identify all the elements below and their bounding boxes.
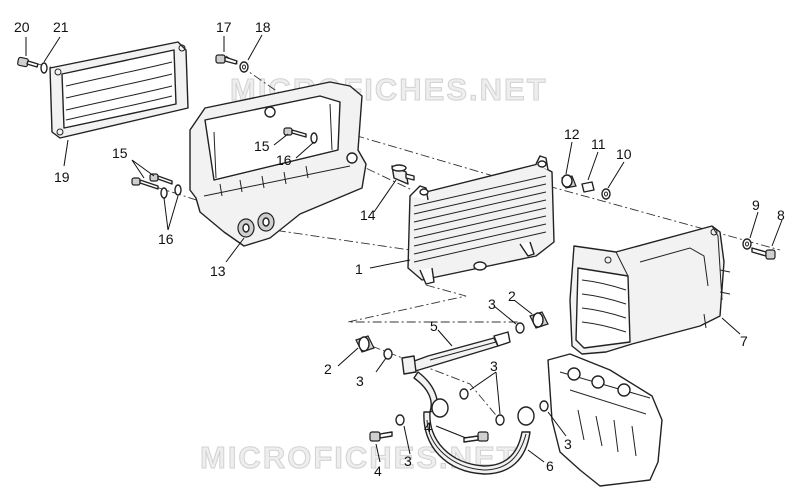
front-grille-part-19 (49, 41, 189, 139)
washer-part-18 (239, 61, 249, 73)
callout-3-right: 3 (564, 436, 572, 452)
callout-18: 18 (255, 19, 271, 35)
duct-shroud-part-7 (569, 225, 731, 355)
callout-19: 19 (54, 169, 70, 185)
callout-16-upper: 16 (276, 152, 292, 168)
bolts-part-15-lower (131, 173, 173, 190)
callout-9: 9 (752, 197, 760, 213)
callout-12: 12 (564, 126, 580, 142)
callout-6: 6 (546, 458, 554, 474)
callout-7: 7 (740, 333, 748, 349)
callout-10: 10 (616, 146, 632, 162)
bolt-part-20 (17, 56, 39, 68)
washers-part-3 (383, 322, 549, 426)
oil-cooler-part-1 (407, 155, 555, 285)
callout-5: 5 (430, 318, 438, 334)
callout-3-top: 3 (488, 296, 496, 312)
bolt-part-15-upper (283, 127, 307, 138)
washer-part-9 (742, 238, 752, 250)
callout-15-lower: 15 (112, 145, 128, 161)
callout-21: 21 (53, 19, 69, 35)
fitting-part-2-right (529, 311, 549, 329)
bolt-part-17 (215, 54, 238, 65)
callout-11: 11 (591, 136, 606, 152)
callout-14: 14 (360, 207, 376, 223)
callout-16-lower: 16 (158, 231, 174, 247)
callout-17: 17 (216, 19, 232, 35)
callout-15-upper: 15 (254, 138, 270, 154)
callout-3-bottom: 3 (404, 453, 412, 469)
washer-part-10 (601, 188, 611, 200)
washers-part-16-lower (160, 184, 182, 199)
callout-3-middle: 3 (490, 358, 498, 374)
callout-2-right: 2 (508, 288, 516, 304)
grommet-part-12 (561, 174, 577, 189)
callout-3-left: 3 (356, 373, 364, 389)
callout-labels: 20 21 17 18 19 15 16 15 16 13 14 1 12 11… (14, 19, 785, 479)
oil-hose-part-5 (401, 331, 511, 413)
callout-1: 1 (355, 261, 363, 277)
oil-hose-part-6 (423, 398, 535, 475)
engine-crankcase (547, 353, 663, 487)
washer-part-21 (40, 62, 48, 74)
frame-bracket-part-13 (189, 81, 367, 247)
spacer-pin-part-14 (391, 164, 415, 185)
bolt-part-8 (751, 247, 776, 260)
callout-2-left: 2 (324, 361, 332, 377)
bolt-part-4-right (463, 431, 489, 443)
callout-13: 13 (210, 263, 226, 279)
bushing-part-11 (581, 181, 595, 193)
callout-20: 20 (14, 19, 30, 35)
leader-lines (25, 34, 783, 463)
callout-4-right: 4 (424, 419, 432, 435)
callout-4-left: 4 (374, 463, 382, 479)
fitting-part-2-left (355, 335, 375, 353)
bolt-part-4-left (369, 431, 393, 442)
callout-8: 8 (777, 207, 785, 223)
washer-part-16-upper (310, 132, 318, 144)
